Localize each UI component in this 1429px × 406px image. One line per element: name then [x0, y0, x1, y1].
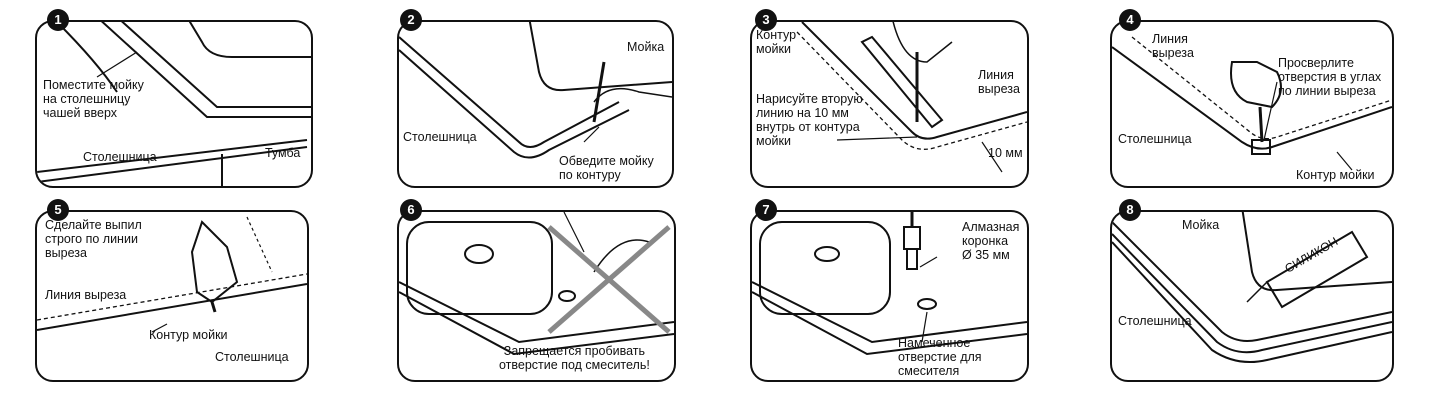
countertop-label: Столешница	[1118, 132, 1192, 146]
step-number-badge: 1	[47, 9, 69, 31]
step-1-illustration	[37, 22, 311, 186]
drill-holes-label: Просверлите отверстия в углах по линии в…	[1278, 56, 1382, 98]
step-7-panel: Алмазная коронка Ø 35 мм Намеченное отве…	[750, 210, 1029, 382]
countertop-label: Столешница	[215, 350, 289, 364]
cabinet-label: Тумба	[265, 146, 301, 160]
countertop-label: Столешница	[403, 130, 477, 144]
countertop-label: Столешница	[83, 150, 157, 164]
step-6-illustration	[399, 212, 674, 356]
step-7-illustration	[752, 212, 1027, 356]
step-number-badge: 7	[755, 199, 777, 221]
sink-label: Мойка	[1182, 218, 1220, 232]
step-3-panel: Контур мойки Линия выреза Нарисуйте втор…	[750, 20, 1029, 188]
step-1-panel: Поместите мойку на столешницу чашей ввер…	[35, 20, 313, 188]
prohibited-cross-icon	[547, 225, 671, 334]
step-number-badge: 2	[400, 9, 422, 31]
sink-label: Мойка	[627, 40, 665, 54]
cutline-label: Линия выреза	[45, 288, 127, 302]
step-4-illustration	[1112, 36, 1392, 171]
sink-contour-label: Контур мойки	[149, 328, 228, 342]
diamond-crown-label: Алмазная коронка Ø 35 мм	[962, 220, 1020, 262]
step-5-illustration	[37, 216, 307, 333]
sink-contour-label: Контур мойки	[1296, 168, 1375, 182]
distance-label: 10 мм	[988, 146, 1023, 160]
step-2-illustration	[399, 22, 672, 159]
forbidden-warning-label: Запрещается пробивать отверстие под смес…	[499, 344, 650, 372]
step-number-badge: 3	[755, 9, 777, 31]
step-8-panel: Мойка СИЛИКОН Столешница	[1110, 210, 1394, 382]
cutline-label: Линия выреза	[1152, 32, 1194, 60]
trace-sink-label: Обведите мойку по контуру	[559, 154, 654, 182]
step-3-illustration	[796, 22, 1027, 173]
cut-along-line-label: Сделайте выпил строго по линии выреза	[45, 218, 142, 260]
sink-contour-label: Контур мойки	[756, 28, 797, 56]
marked-hole-label: Намеченное отверстие для смесителя	[898, 336, 982, 378]
step-4-panel: Линия выреза Просверлите отверстия в угл…	[1110, 20, 1394, 188]
step-8-illustration	[1112, 212, 1392, 363]
step-5-panel: Сделайте выпил строго по линии выреза Ли…	[35, 210, 309, 382]
step-number-badge: 4	[1119, 9, 1141, 31]
draw-second-line-label: Нарисуйте вторую линию на 10 мм внутрь о…	[756, 92, 863, 148]
place-sink-label: Поместите мойку на столешницу чашей ввер…	[43, 78, 144, 120]
cutline-label: Линия выреза	[978, 68, 1020, 96]
step-6-panel: Запрещается пробивать отверстие под смес…	[397, 210, 676, 382]
step-2-panel: Мойка Столешница Обведите мойку по конту…	[397, 20, 674, 188]
step-number-badge: 6	[400, 199, 422, 221]
step-number-badge: 5	[47, 199, 69, 221]
step-number-badge: 8	[1119, 199, 1141, 221]
countertop-label: Столешница	[1118, 314, 1192, 328]
